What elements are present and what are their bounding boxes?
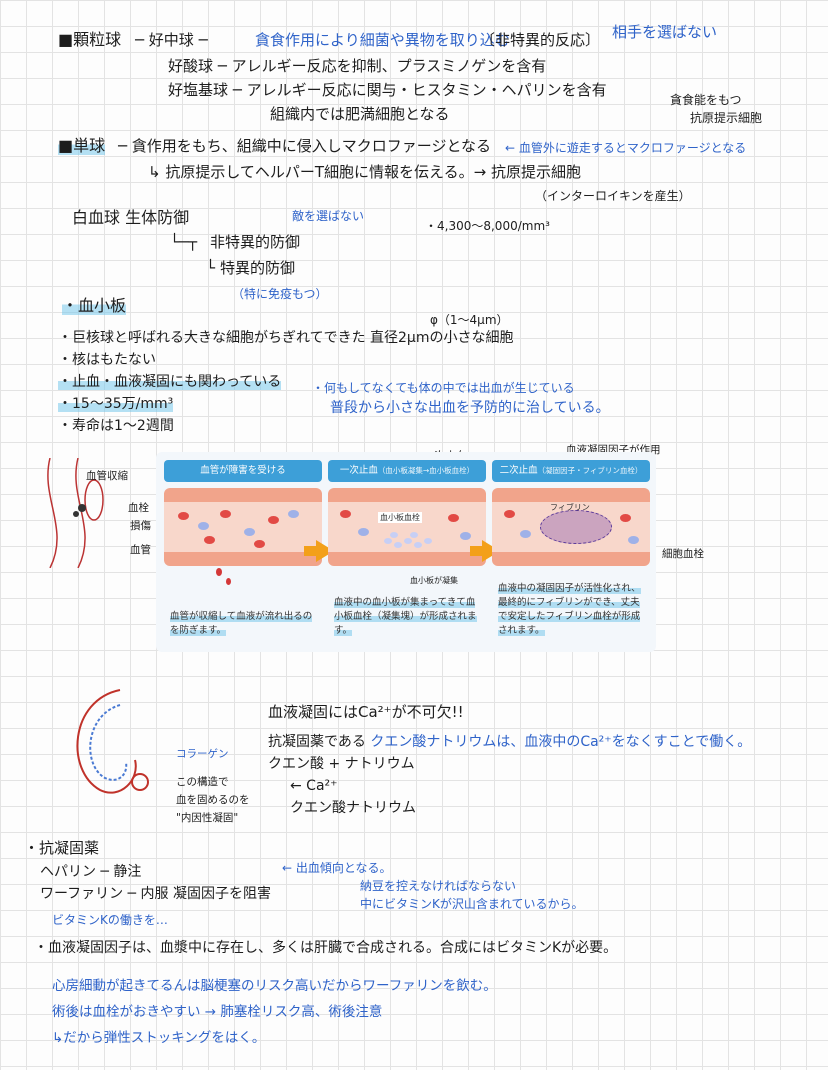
coag-fig-label-4: "内因性凝固" — [176, 812, 239, 824]
mono-side-note-2: 抗原提示細胞 — [690, 111, 763, 125]
warfarin-line: ワーファリン ─ 内服 凝固因子を阻害 — [40, 886, 271, 902]
stage-primary-caption: 血液中の血小板が集まってきて血小板血栓（凝集塊）が形成されます。 — [334, 597, 477, 636]
vessel-injury — [164, 488, 322, 566]
stage-primary-title: 一次止血（血小板凝集→血小板血栓） — [328, 460, 486, 482]
vessel-primary: 血小板血栓 — [328, 488, 486, 566]
fibrin-mesh — [540, 510, 612, 544]
fibrin-label: フィブリン — [550, 503, 590, 512]
basophil-line: 好塩基球 ─ アレルギー反応に関与・ヒスタミン・ヘパリンを含有 — [168, 81, 607, 99]
platelet-line-4: ・15〜35万/mm³ — [58, 396, 174, 412]
coag-line-4: ← Ca²⁺ — [290, 778, 338, 794]
collagen-label: コラーゲン — [176, 748, 229, 760]
wbc-note: 敵を選ばない — [292, 209, 365, 223]
stage-injury: 血管が障害を受ける 血管が収縮して血液が流れ出るのを防ぎます。 — [164, 460, 322, 636]
neutrophil-desc: 貪食作用により細菌や異物を取り込む — [255, 31, 510, 49]
wbc-count: ・4,300〜8,000/mm³ — [425, 219, 550, 233]
bleeding-note: ← 出血傾向となる。 — [282, 861, 392, 875]
hemostasis-diagram: 血管が障害を受ける 血管が収縮して血液が流れ出るのを防ぎます。 一次止血（血小板… — [156, 452, 656, 652]
platelet-line-3: ・止血・血液凝固にも関わっている — [58, 374, 282, 390]
granulocyte-heading: ■顆粒球 — [58, 30, 122, 49]
stage-injury-title: 血管が障害を受ける — [164, 460, 322, 482]
platelet-note-2: 普段から小さな出血を予防的に治している。 — [330, 400, 610, 416]
platelet-clot-label: 血小板血栓 — [378, 512, 422, 523]
monocyte-desc: ─ 貪作用をもち、組織中に侵入しマクロファージとなる — [118, 137, 492, 155]
sketch-label-3: 損傷 — [130, 520, 151, 532]
eosinophil-line: 好酸球 ─ アレルギー反応を抑制、プラスミノゲンを含有 — [168, 57, 547, 75]
natto-note-1: 納豆を控えなければならない — [360, 879, 517, 893]
platelet-line-5: ・寿命は1〜2週間 — [58, 418, 174, 434]
monocyte-paren: （インターロイキンを産生） — [535, 189, 691, 203]
stage-secondary-title: 二次止血（凝固因子・フィブリン血栓） — [492, 460, 650, 482]
wbc-specific: 特異的防御 — [220, 259, 296, 277]
mono-side-note-1: 貪食能をもつ — [670, 93, 742, 107]
vessel-sketch — [47, 458, 104, 568]
wbc-nonspecific: 非特異的防御 — [210, 233, 301, 251]
neutrophil-note: 相手を選ばない — [612, 23, 718, 41]
coag-line-1: 血液凝固にはCa²⁺が不可欠!! — [268, 703, 464, 721]
monocyte-note: ← 血管外に遊走するとマクロファージとなる — [505, 141, 747, 155]
coag-line-5: クエン酸ナトリウム — [290, 800, 416, 816]
wbc-title: 白血球 生体防御 — [72, 208, 190, 227]
sketch-label-4: 血管 — [130, 544, 151, 556]
neutrophil-tag: 〔非特異的反応〕 — [480, 31, 601, 49]
stage-secondary: 二次止血（凝固因子・フィブリン血栓） フィブリン 血液中の凝固因子が活性化され、… — [492, 460, 650, 636]
coag-line-2: 抗凝固薬である クエン酸ナトリウムは、血液中のCa²⁺をなくすことで働く。 — [268, 734, 752, 750]
af-line-3: ↳だから弾性ストッキングをはく。 — [52, 1030, 266, 1046]
vessel-loop-sketch — [76, 689, 149, 794]
platelet-size: φ（1〜4μm） — [430, 313, 509, 327]
stage-primary: 一次止血（血小板凝集→血小板血栓） 血小板血栓 血小板が凝集 血液中の血小板が集… — [328, 460, 486, 636]
neutrophil-label: ─ 好中球 ─ — [135, 31, 208, 49]
wbc-branch-line: └─┬ — [170, 233, 198, 251]
platelet-line-2: ・核はもたない — [58, 352, 156, 368]
platelet-heading: ・血小板 — [62, 296, 127, 315]
stage-injury-caption: 血管が収縮して血液が流れ出るのを防ぎます。 — [170, 611, 313, 636]
monocyte-heading: ■単球 — [58, 136, 106, 155]
monocyte-desc-2: ↳ 抗原提示してヘルパーT細胞に情報を伝える。→ 抗原提示細胞 — [148, 163, 581, 181]
sketch-label-2: 血栓 — [128, 502, 149, 514]
af-line-1: 心房細動が起きてるんは脳梗塞のリスク高いだからワーファリンを飲む。 — [52, 978, 497, 994]
coag-factor-line: ・血液凝固因子は、血漿中に存在し、多くは肝臓で合成される。合成にはビタミンKが必… — [34, 940, 618, 956]
basophil-line-2: 組織内では肥満細胞となる — [270, 105, 450, 123]
heparin-line: ヘパリン ─ 静注 — [40, 864, 142, 880]
anticoag-heading: ・抗凝固薬 — [24, 839, 100, 857]
wbc-branch-line-2: └ — [206, 259, 216, 277]
vessel-secondary: フィブリン — [492, 488, 650, 566]
platelet-aggregate-label: 血小板が凝集 — [410, 576, 458, 585]
cell-thrombus-label: 細胞血栓 — [662, 548, 704, 560]
coag-fig-label-2: この構造で — [176, 776, 229, 788]
vitamin-k-note: ビタミンKの働きを… — [52, 913, 168, 927]
stage-secondary-caption: 血液中の凝固因子が活性化され、最終的にフィブリンができ、丈夫で安定したフィブリン… — [498, 583, 641, 636]
af-line-2: 術後は血栓がおきやすい → 肺塞栓リスク高、術後注意 — [52, 1004, 383, 1020]
wbc-specific-note: （特に免疫もつ） — [232, 287, 328, 301]
natto-note-2: 中にビタミンKが沢山含まれているから。 — [360, 897, 584, 911]
platelet-line-1: ・巨核球と呼ばれる大きな細胞がちぎれてできた 直径2μmの小さな細胞 — [58, 330, 514, 346]
coag-line-3: クエン酸 + ナトリウム — [268, 756, 415, 772]
sketch-label-1: 血管収縮 — [86, 470, 128, 482]
coag-fig-label-3: 血を固めるのを — [176, 794, 250, 806]
platelet-note-1: ・何もしてなくても体の中では出血が生じている — [312, 381, 575, 395]
